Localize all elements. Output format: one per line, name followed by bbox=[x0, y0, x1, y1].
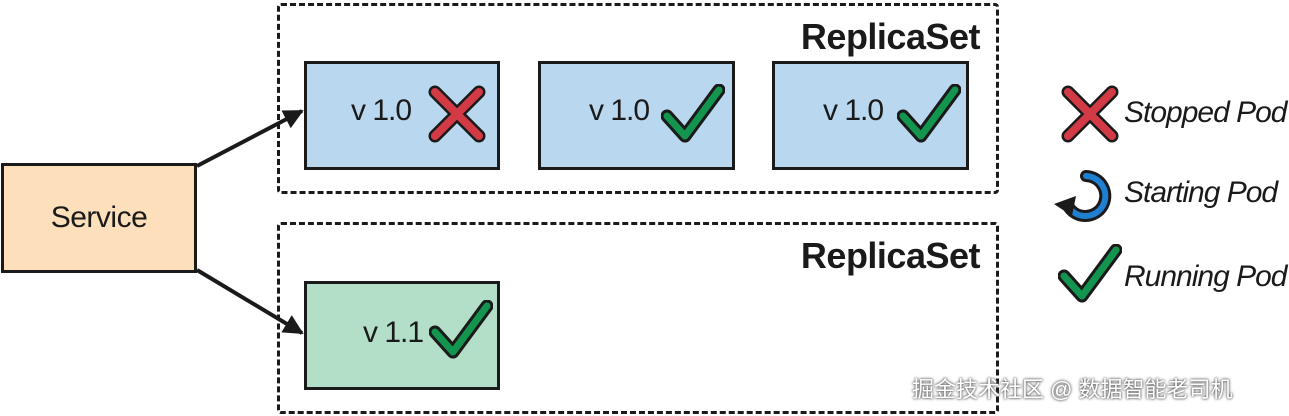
watermark: 掘金技术社区 @ 数据智能老司机 bbox=[912, 377, 1233, 402]
pod-v1-0-running: v 1.0 bbox=[538, 61, 735, 170]
cross-icon bbox=[1061, 85, 1119, 143]
cross-icon bbox=[428, 85, 486, 143]
legend-running-label: Running Pod bbox=[1124, 260, 1287, 293]
check-icon bbox=[897, 84, 961, 143]
replicaset-v1-1: ReplicaSet bbox=[277, 222, 999, 414]
replicaset-label: ReplicaSet bbox=[800, 235, 981, 276]
pod-version-label: v 1.0 bbox=[351, 94, 412, 127]
pod-version-label: v 1.1 bbox=[363, 316, 424, 349]
pod-v1-1-running: v 1.1 bbox=[304, 281, 500, 390]
replicaset-label: ReplicaSet bbox=[800, 16, 981, 57]
legend-starting-label: Starting Pod bbox=[1124, 176, 1278, 209]
pod-v1-0-stopped: v 1.0 bbox=[304, 61, 500, 170]
check-icon bbox=[661, 84, 725, 143]
pod-version-label: v 1.0 bbox=[589, 94, 650, 127]
check-icon bbox=[429, 300, 493, 359]
pod-v1-0-running: v 1.0 bbox=[772, 61, 969, 170]
legend-stopped-label: Stopped Pod bbox=[1124, 96, 1287, 129]
service-box: Service bbox=[1, 163, 197, 273]
pod-version-label: v 1.0 bbox=[823, 94, 884, 127]
refresh-icon bbox=[1054, 170, 1112, 222]
arrow-to-replicaset-v1-0 bbox=[196, 109, 304, 168]
arrow-to-replicaset-v1-1 bbox=[195, 268, 304, 335]
service-label: Service bbox=[50, 201, 148, 234]
check-icon bbox=[1058, 244, 1122, 303]
replicaset-v1-0: ReplicaSet bbox=[277, 3, 999, 194]
